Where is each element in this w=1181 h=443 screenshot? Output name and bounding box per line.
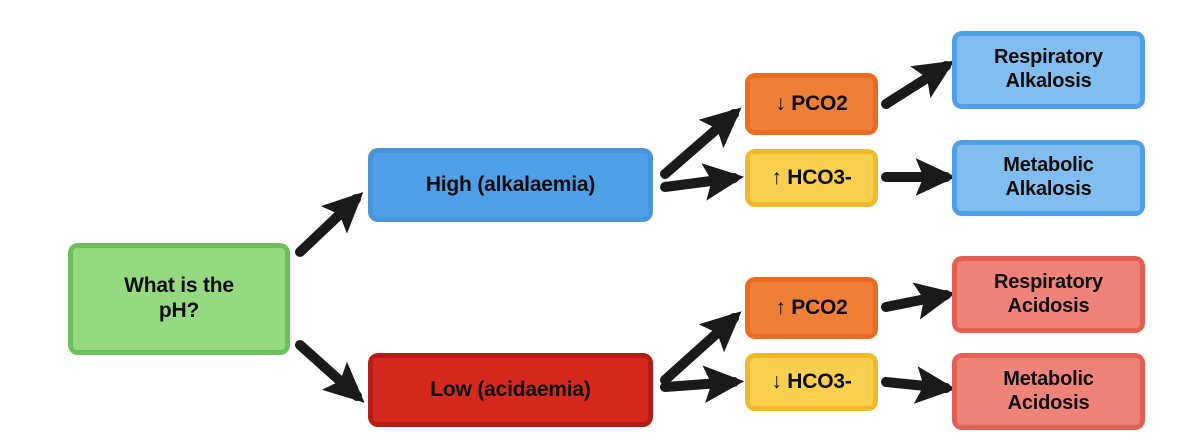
edge-root-to-low: [295, 340, 365, 403]
node-root-label: What is the pH?: [73, 248, 285, 350]
node-pco2-increased-acidosis[interactable]: ↑ PCO2: [745, 277, 878, 339]
node-root-ph-question[interactable]: What is the pH?: [68, 243, 290, 355]
edge-low-to-pco2-up: [660, 311, 742, 385]
edge-high-to-pco2-down: [660, 107, 742, 179]
edge-pco2-down-to-resp-alkalosis: [881, 60, 955, 109]
node-respiratory-alkalosis-label: Respiratory Alkalosis: [957, 36, 1140, 104]
node-hco3-increased-alkalosis[interactable]: ↑ HCO3-: [745, 149, 878, 207]
node-metabolic-alkalosis-label: Metabolic Alkalosis: [957, 145, 1140, 211]
node-hco3-down-label: ↓ HCO3-: [750, 358, 873, 406]
node-pco2-decreased-alkalosis[interactable]: ↓ PCO2: [745, 73, 878, 135]
node-hco3-decreased-acidosis[interactable]: ↓ HCO3-: [745, 353, 878, 411]
node-low-acidaemia[interactable]: Low (acidaemia): [368, 353, 653, 427]
node-high-alkalaemia[interactable]: High (alkalaemia): [368, 148, 653, 222]
node-pco2-up-label: ↑ PCO2: [750, 282, 873, 334]
node-respiratory-acidosis-label: Respiratory Acidosis: [957, 261, 1140, 328]
edge-root-to-high: [295, 192, 364, 257]
edge-high-to-hco3-up: [660, 163, 745, 201]
node-low-label: Low (acidaemia): [373, 358, 648, 422]
node-respiratory-alkalosis[interactable]: Respiratory Alkalosis: [952, 31, 1145, 109]
edge-hco3-down-to-met-acidosis: [881, 366, 957, 404]
node-hco3-up-label: ↑ HCO3-: [750, 154, 873, 202]
node-respiratory-acidosis[interactable]: Respiratory Acidosis: [952, 256, 1145, 333]
node-metabolic-alkalosis[interactable]: Metabolic Alkalosis: [952, 140, 1145, 216]
node-pco2-down-label: ↓ PCO2: [750, 78, 873, 130]
node-metabolic-acidosis[interactable]: Metabolic Acidosis: [952, 353, 1145, 430]
edge-low-to-hco3-down: [660, 365, 745, 404]
node-metabolic-acidosis-label: Metabolic Acidosis: [957, 358, 1140, 425]
edge-pco2-up-to-resp-acidosis: [881, 282, 956, 320]
node-high-label: High (alkalaemia): [373, 153, 648, 217]
